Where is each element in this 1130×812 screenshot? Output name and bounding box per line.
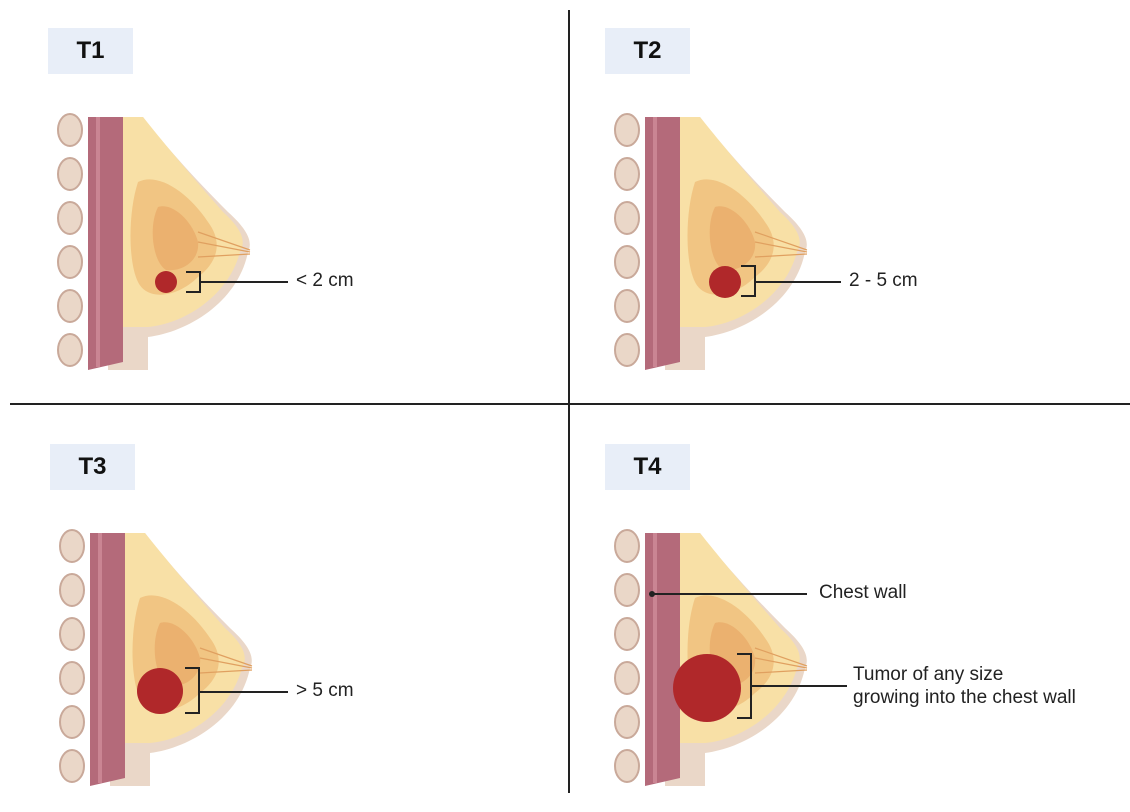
callouts-t4 [557, 416, 1122, 812]
size-indicator-t3 [2, 416, 567, 812]
size-label-t2: 2 - 5 cm [849, 270, 918, 292]
horizontal-divider [10, 403, 1130, 405]
size-label-t3: > 5 cm [296, 680, 354, 702]
size-indicator-t2 [557, 0, 1122, 396]
t4-description-line1: Tumor of any size [853, 664, 1003, 686]
panel-t3: T3 > 5 cm [2, 416, 567, 812]
panel-t1: T1 < 2 cm [0, 0, 565, 396]
tnm-staging-diagram: { "panels": [ {"stage": "T1", "label": "… [0, 0, 1130, 793]
size-label-t1: < 2 cm [296, 270, 354, 292]
chest-wall-label: Chest wall [819, 582, 907, 604]
size-indicator-t1 [0, 0, 565, 396]
panel-t2: T2 2 - 5 cm [557, 0, 1122, 396]
panel-t4: T4 Chest wall Tumor of any size growing … [557, 416, 1122, 812]
t4-description-line2: growing into the chest wall [853, 687, 1076, 709]
